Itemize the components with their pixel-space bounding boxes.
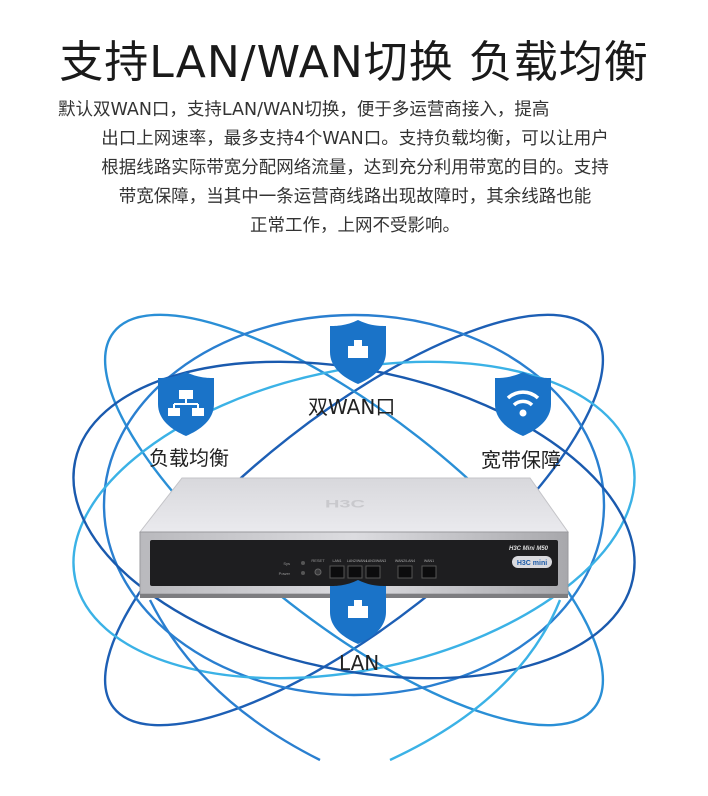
description-line: 出口上网速率，最多支持4个WAN口。支持负载均衡，可以让用户 [101,129,609,149]
ethernet-port[interactable] [397,565,413,579]
led-label: Power [279,571,291,576]
network-diagram: H3C Sys Power RESET LAN1 LAN2/WAN4 LAN3/… [72,313,636,762]
port-label: WAN1 [424,559,434,563]
description-line: 默认双WAN口，支持LAN/WAN切换，便于多运营商接入，提高 [58,100,550,120]
feature-description: 默认双WAN口，支持LAN/WAN切换，便于多运营商接入，提高 出口上网速率，最… [40,96,670,241]
device-badge: H3C mini [517,560,547,567]
port-label: LAN1 [333,559,342,563]
port-label: LAN3/WAN3 [366,559,386,563]
page-title: 支持LAN/WAN切换 负载均衡 [59,37,649,88]
description-line: 正常工作，上网不受影响。 [250,216,460,236]
network-shield-icon [330,320,386,384]
device-top-logo: H3C [325,498,365,510]
description-line: 带宽保障，当其中一条运营商线路出现故障时，其余线路也能 [118,187,592,207]
network-tree-shield-icon [158,372,214,436]
router-device: H3C Sys Power RESET LAN1 LAN2/WAN4 LAN3/… [138,477,569,598]
ethernet-port[interactable] [329,565,345,579]
node-label-dual-wan: 双WAN口 [308,395,396,419]
orbit-ring [102,313,606,697]
ethernet-ports [329,565,437,579]
orbit-ring-arc [148,599,321,762]
ethernet-port[interactable] [347,565,363,579]
orbit-rings-front [148,599,562,762]
orbit-ring [72,360,636,680]
orbit-ring [72,360,636,680]
model-label: H3C Mini M50 [509,546,549,552]
led-label: Sys [283,561,290,566]
ethernet-port[interactable] [365,565,381,579]
node-label-lan: LAN [339,651,380,675]
orbit-ring [103,313,605,727]
orbit-rings-back [72,313,636,727]
reset-button[interactable] [314,568,322,576]
port-label: WAN2/LAN4 [395,559,415,563]
node-label-bandwidth: 宽带保障 [481,448,561,472]
wifi-shield-icon [495,372,551,436]
port-label: LAN2/WAN4 [347,559,367,563]
ethernet-port[interactable] [421,565,437,579]
reset-label: RESET [311,558,325,563]
description-line: 根据线路实际带宽分配网络流量，达到充分利用带宽的目的。支持 [101,158,609,178]
orbit-ring [103,313,605,727]
orbit-ring-arc [389,599,562,762]
node-label-load-balance: 负载均衡 [149,446,229,470]
network-shield-icon [330,580,386,644]
